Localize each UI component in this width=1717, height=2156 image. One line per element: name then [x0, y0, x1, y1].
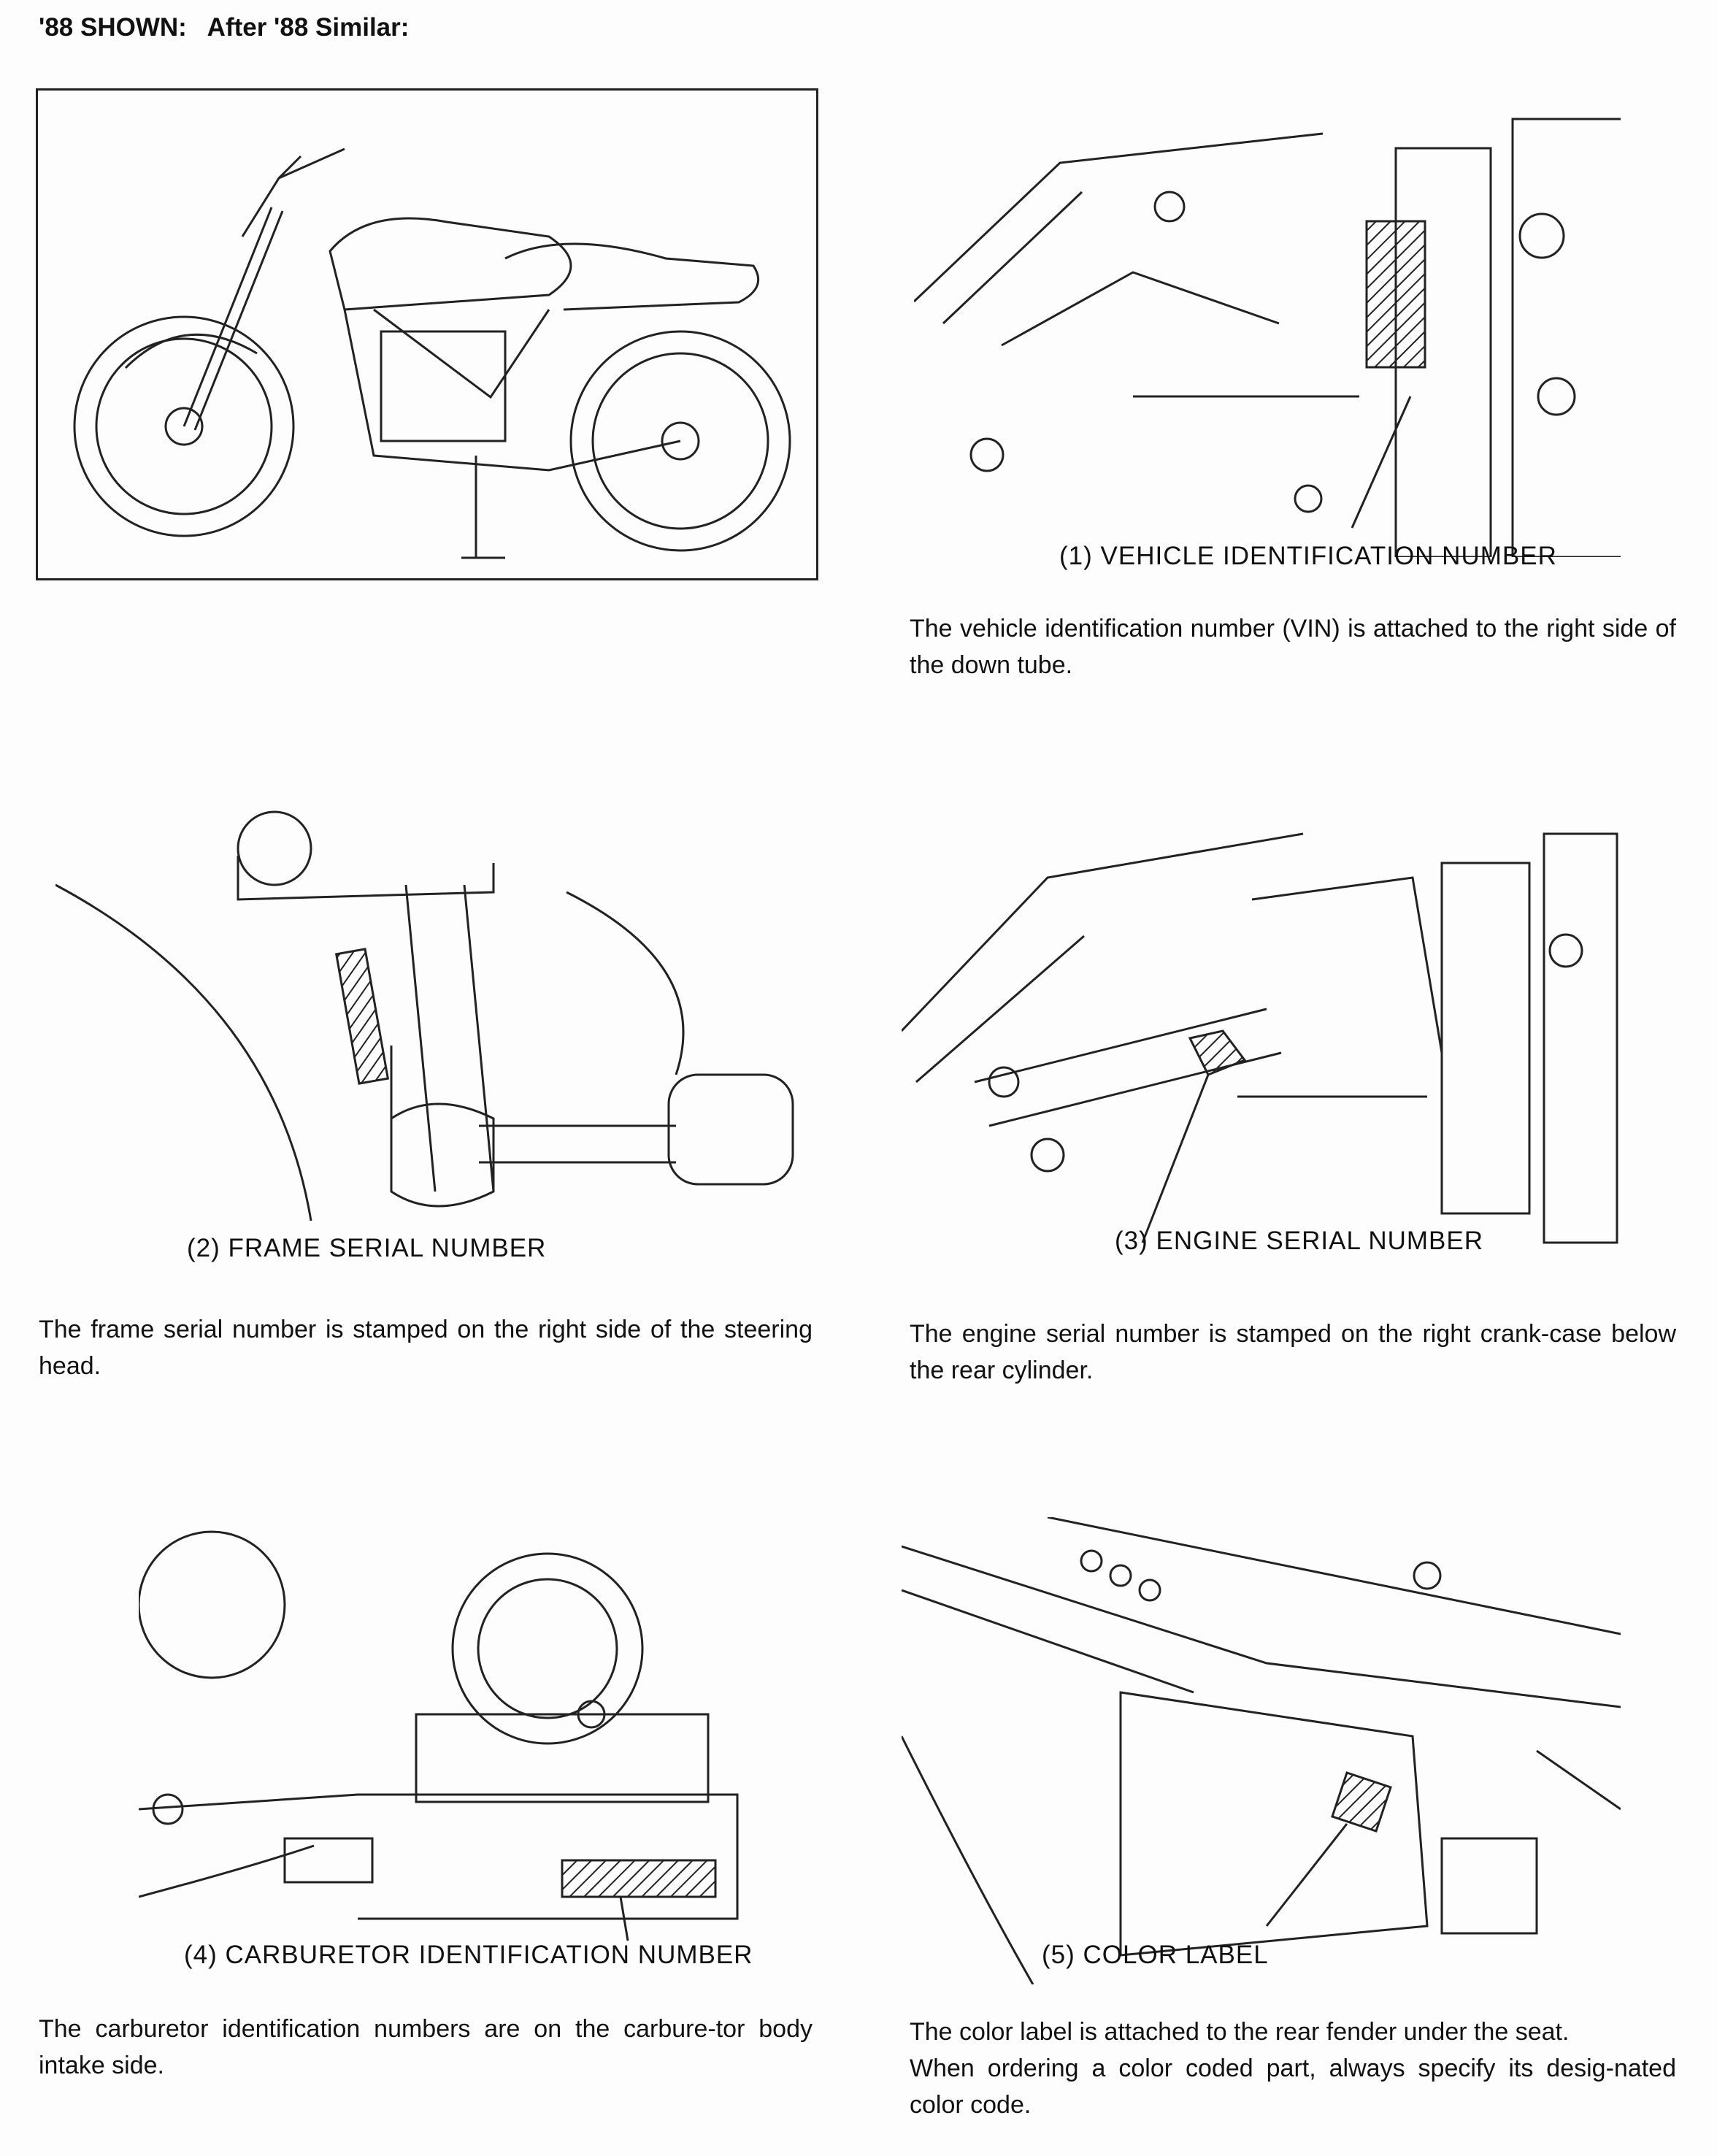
engine-serial-caption: (3) ENGINE SERIAL NUMBER	[1115, 1227, 1484, 1255]
engine-serial-text: The engine serial number is stamped on t…	[910, 1320, 1676, 1384]
carburetor-id-text: The carburetor identification numbers ar…	[39, 2015, 813, 2079]
vin-caption: (1) VEHICLE IDENTIFICATION NUMBER	[1059, 542, 1557, 570]
frame-serial-text: The frame serial number is stamped on th…	[39, 1316, 813, 1380]
frame-serial-location-illustration	[55, 783, 818, 1265]
color-label-location-illustration	[902, 1517, 1621, 1984]
color-code-note: When ordering a color coded part, always…	[910, 2055, 1676, 2119]
color-label-caption: (5) COLOR LABEL	[1042, 1941, 1269, 1969]
motorcycle-illustration-frame	[36, 88, 818, 580]
color-label-description: The color label is attached to the rear …	[910, 2014, 1676, 2123]
carburetor-id-location-illustration	[139, 1517, 818, 1955]
engine-serial-description: The engine serial number is stamped on t…	[910, 1316, 1676, 1389]
carburetor-id-description: The carburetor identification numbers ar…	[39, 2011, 813, 2084]
color-label-text: The color label is attached to the rear …	[910, 2018, 1570, 2046]
carburetor-id-caption: (4) CARBURETOR IDENTIFICATION NUMBER	[184, 1941, 753, 1969]
motorcycle-illustration	[38, 91, 816, 578]
vin-description: The vehicle identification number (VIN) …	[910, 610, 1676, 683]
frame-serial-description: The frame serial number is stamped on th…	[39, 1311, 813, 1384]
vin-text: The vehicle identification number (VIN) …	[910, 615, 1676, 679]
engine-serial-location-illustration	[902, 790, 1621, 1272]
page-header: '88 SHOWN: After '88 Similar:	[39, 13, 410, 42]
frame-serial-caption: (2) FRAME SERIAL NUMBER	[187, 1234, 547, 1262]
vin-location-illustration	[914, 90, 1621, 557]
